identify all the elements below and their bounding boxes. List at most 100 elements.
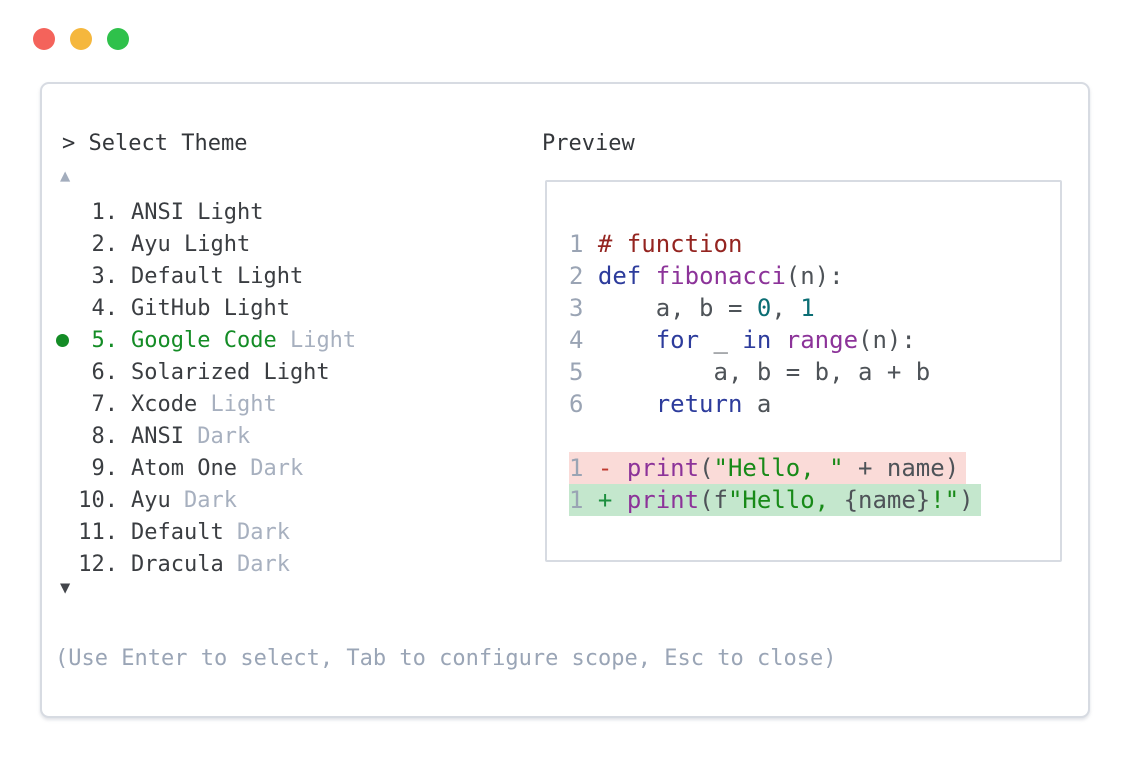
code-line: 3 a, b = 0, 1 (569, 292, 981, 324)
theme-number: 5. (91, 327, 119, 353)
theme-list-item[interactable]: 8. ANSI Dark (42, 420, 512, 452)
code-line: 2 def fibonacci(n): (569, 260, 981, 292)
code-token-keyword: def (597, 262, 642, 290)
code-token-keyword: in (742, 326, 772, 354)
code-token-plain (641, 262, 655, 290)
scroll-up-icon[interactable]: ▲ (60, 166, 71, 186)
traffic-lights (33, 28, 129, 50)
code-token-plain: a (742, 390, 772, 418)
theme-number: 9. (91, 455, 119, 481)
code-token-plain: (n): (785, 262, 844, 290)
dot-placeholder (56, 462, 69, 475)
theme-mode-badge: Dark (236, 455, 304, 481)
line-number: 1 (569, 454, 598, 482)
code-token-plain: _ (699, 326, 743, 354)
code-token-plain: (f (699, 486, 728, 514)
diff-line-removed: 1 - print("Hello, " + name) (569, 452, 981, 484)
code-token-keyword: for (655, 326, 700, 354)
code-token-string: "Hello, " (713, 454, 844, 482)
theme-list-item[interactable]: 10. Ayu Dark (42, 484, 512, 516)
code-token-string: !" (930, 486, 960, 514)
close-button[interactable] (33, 28, 55, 50)
dot-placeholder (56, 494, 69, 507)
diff-highlight-removed: 1 - print("Hello, " + name) (569, 452, 967, 484)
theme-name: ANSI Light (131, 199, 264, 225)
dot-placeholder (56, 558, 69, 571)
code-token-func: print (626, 454, 700, 482)
code-line: 5 a, b = b, a + b (569, 356, 981, 388)
code-token-plain: , (771, 294, 801, 322)
dot-placeholder (56, 366, 69, 379)
theme-list-item[interactable]: 1. ANSI Light (42, 196, 512, 228)
code-token-plain: ( (699, 454, 714, 482)
code-token-plain (771, 326, 785, 354)
theme-name: Ayu (131, 487, 171, 513)
dot-placeholder (56, 302, 69, 315)
zoom-button[interactable] (107, 28, 129, 50)
theme-number: 10. (78, 487, 118, 513)
theme-list-item[interactable]: 2.Ayu Light (42, 228, 512, 260)
theme-list-item[interactable]: 12.Dracula Dark (42, 548, 512, 580)
line-number: 5 (569, 358, 598, 386)
code-token-number: 0 (756, 294, 772, 322)
theme-number: 11. (78, 519, 118, 545)
theme-number: 7. (91, 391, 119, 417)
theme-mode-badge: Dark (170, 487, 237, 513)
theme-mode-badge: Dark (183, 423, 251, 449)
diff-line-added: 1 + print(f"Hello, {name}!") (569, 484, 981, 516)
dot-placeholder (56, 398, 69, 411)
theme-name: Google Code (131, 327, 277, 353)
selected-dot-icon (56, 333, 69, 347)
line-number: 6 (569, 390, 598, 418)
minimize-button[interactable] (70, 28, 92, 50)
theme-number: 8. (91, 423, 119, 449)
prompt-symbol-icon: > (62, 131, 89, 156)
code-line: 1 # function (569, 228, 981, 260)
theme-number: 3. (91, 263, 119, 289)
dot-placeholder (56, 430, 69, 443)
theme-number: 2. (91, 231, 119, 257)
theme-mode-badge: Dark (223, 519, 290, 545)
theme-number: 6. (91, 359, 119, 385)
theme-mode-badge: Dark (223, 551, 290, 577)
theme-number: 1. (91, 199, 119, 225)
theme-list-item[interactable]: 11. Default Dark (42, 516, 512, 548)
line-number: 1 (569, 230, 598, 258)
code-token-func: range (785, 326, 859, 354)
theme-list-item[interactable]: 4.GitHub Light (42, 292, 512, 324)
diff-marker-added: + (597, 486, 627, 514)
code-token-string: "Hello, (727, 486, 844, 514)
code-token-plain: + name) (843, 454, 960, 482)
line-number: 1 (569, 486, 598, 514)
theme-mode-badge: Light (276, 327, 357, 353)
code-token-func: fibonacci (655, 262, 786, 290)
code-token-plain: {name} (843, 486, 931, 514)
theme-name: Default (131, 519, 224, 545)
line-number: 2 (569, 262, 598, 290)
code-line: 6 return a (569, 388, 981, 420)
dot-placeholder (56, 270, 69, 283)
theme-name: Default Light (131, 263, 304, 289)
theme-mode-badge: Light (197, 391, 277, 417)
code-line: 4 for _ in range(n): (569, 324, 981, 356)
preview-label: Preview (542, 131, 635, 156)
theme-list-item[interactable]: 9.Atom One Dark (42, 452, 512, 484)
diff-marker-removed: - (597, 454, 627, 482)
theme-list-item[interactable]: 3. Default Light (42, 260, 512, 292)
code-token-number: 1 (800, 294, 815, 322)
dot-placeholder (56, 206, 69, 219)
code-token-plain: a, b = (597, 294, 757, 322)
theme-number: 12. (78, 551, 118, 577)
theme-list-item[interactable]: 6.Solarized Light (42, 356, 512, 388)
line-number: 4 (569, 326, 598, 354)
theme-list-item[interactable]: 5. Google Code Light (42, 324, 512, 356)
theme-name: GitHub Light (131, 295, 290, 321)
code-token-plain (598, 390, 656, 418)
scroll-down-icon[interactable]: ▼ (60, 578, 71, 598)
code-token-comment: # function (597, 230, 743, 258)
theme-list-item[interactable]: 7.Xcode Light (42, 388, 512, 420)
theme-name: ANSI (131, 423, 184, 449)
